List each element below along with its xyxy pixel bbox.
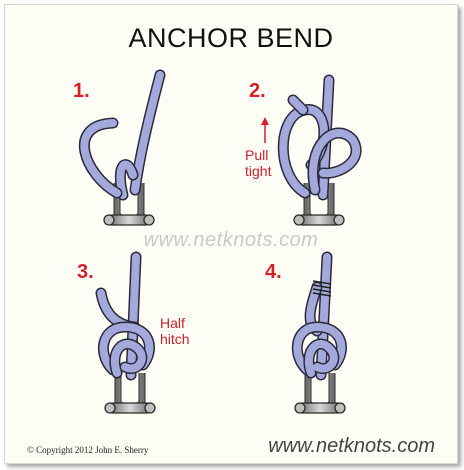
step-1-number: 1. <box>73 80 90 102</box>
shackle-2 <box>293 183 345 226</box>
step-1-illustration <box>78 69 166 226</box>
half-hitch-note: Half hitch <box>160 315 190 347</box>
half-hitch-line2: hitch <box>160 331 190 347</box>
knot-diagram <box>78 69 362 414</box>
step-4-illustration <box>291 251 347 414</box>
diagram-frame: ANCHOR BEND 1. 2. 3. 4. Pull tight Half … <box>4 4 458 464</box>
step-2-illustration <box>261 74 362 226</box>
half-hitch-line1: Half <box>160 315 185 331</box>
shackle-4 <box>294 373 346 414</box>
step-2-number: 2. <box>249 80 266 102</box>
copyright-text: © Copyright 2012 John E. Sherry <box>27 445 149 455</box>
step-4-number: 4. <box>265 261 282 283</box>
diagram-title: ANCHOR BEND <box>128 23 334 53</box>
rope-2 <box>277 74 362 201</box>
rope-1 <box>78 69 166 201</box>
shackle-1 <box>103 183 155 226</box>
shackle-3 <box>104 373 156 414</box>
watermark-text: www.netknots.com <box>143 229 319 251</box>
footer-brand-link[interactable]: www.netknots.com <box>268 435 435 457</box>
step-3-illustration <box>95 251 156 414</box>
seizing-lashing <box>312 280 332 297</box>
pull-tight-line1: Pull <box>245 147 269 163</box>
rope-4 <box>291 251 347 381</box>
step-3-number: 3. <box>77 261 94 283</box>
rope-3 <box>95 251 155 381</box>
pull-tight-note: Pull tight <box>245 147 271 179</box>
pull-tight-line2: tight <box>245 163 272 179</box>
pull-arrow <box>261 117 269 143</box>
